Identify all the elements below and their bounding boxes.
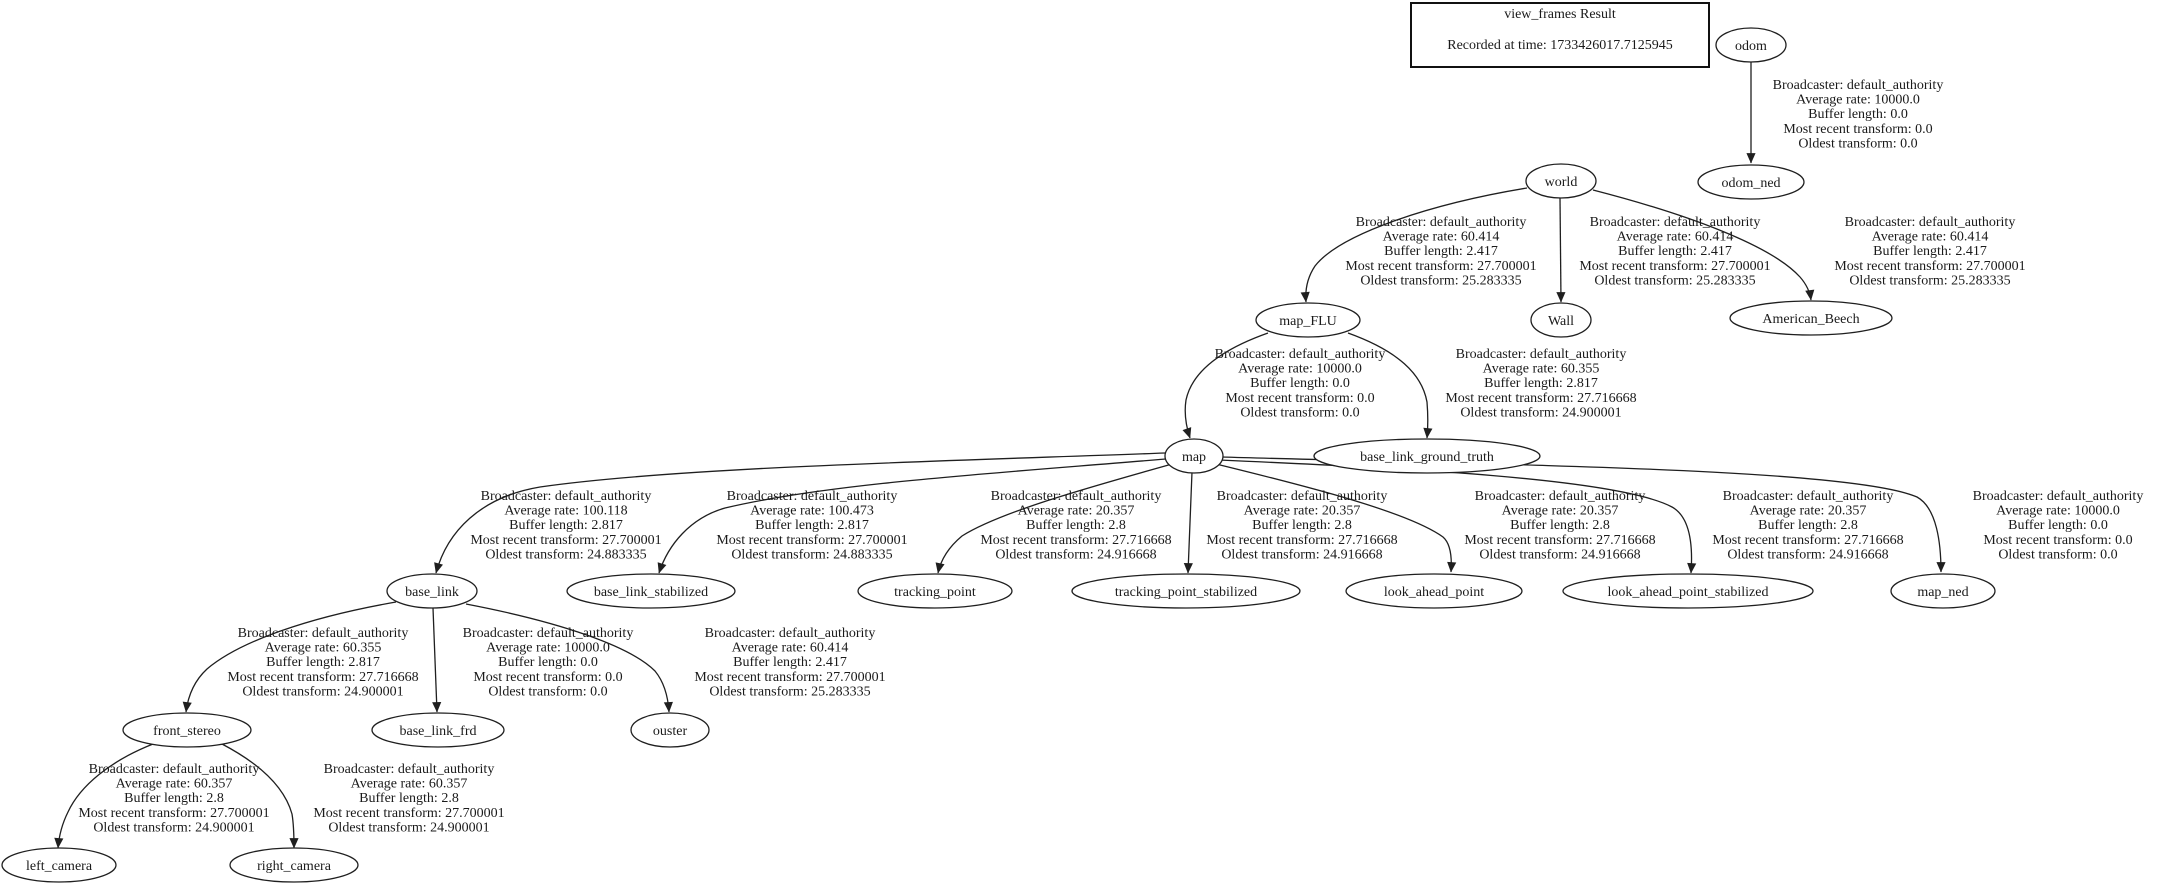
node-label-odom_ned: odom_ned — [1721, 176, 1780, 191]
node-label-map: map — [1182, 450, 1206, 465]
node-label-base_link: base_link — [405, 585, 459, 600]
node-tracking_point_stabilized: tracking_point_stabilized — [1071, 573, 1301, 609]
node-label-base_link_frd: base_link_frd — [400, 724, 477, 739]
node-base_link_frd: base_link_frd — [371, 712, 505, 748]
title-text: view_frames Result — [1504, 7, 1616, 22]
node-label-american_beech: American_Beech — [1762, 312, 1859, 327]
node-label-ouster: ouster — [653, 724, 688, 739]
node-label-map_flu: map_FLU — [1279, 314, 1337, 329]
node-base_link_stabilized: base_link_stabilized — [566, 573, 736, 609]
node-ouster: ouster — [630, 712, 710, 748]
edge-map-base_link_stabilized — [657, 458, 1167, 574]
node-world: world — [1525, 163, 1597, 199]
edge-world-wall — [1556, 197, 1566, 303]
edge-map-base_link — [434, 452, 1166, 574]
edge-world-american_beech — [1592, 189, 1815, 301]
recorded-time-text: Recorded at time: 1733426017.7125945 — [1447, 38, 1673, 53]
node-label-map_ned: map_ned — [1917, 585, 1968, 600]
node-odom_ned: odom_ned — [1697, 164, 1805, 200]
edge-base_link-base_link_frd — [432, 607, 442, 713]
edge-world-map_flu — [1300, 187, 1528, 303]
edge-map_flu-map — [1182, 332, 1269, 439]
graph-nodes: odom odom_ned world map_FLU Wall America… — [1, 27, 1996, 883]
node-label-odom: odom — [1735, 39, 1767, 54]
node-odom: odom — [1715, 27, 1787, 63]
title-box: view_frames Result Recorded at time: 173… — [1410, 2, 1710, 68]
node-label-right_camera: right_camera — [257, 859, 332, 874]
node-right_camera: right_camera — [229, 847, 359, 883]
edge-map-tracking_point_stabilized — [1183, 471, 1193, 574]
edge-map-look_ahead_point — [1215, 463, 1457, 573]
node-look_ahead_point_stabilized: look_ahead_point_stabilized — [1562, 573, 1814, 609]
node-label-base_link_ground_truth: base_link_ground_truth — [1360, 450, 1494, 465]
node-label-front_stereo: front_stereo — [153, 724, 221, 739]
node-label-tracking_point_stabilized: tracking_point_stabilized — [1115, 585, 1257, 600]
node-wall: Wall — [1530, 302, 1592, 338]
node-label-world: world — [1545, 175, 1578, 190]
node-american_beech: American_Beech — [1729, 300, 1893, 336]
node-label-tracking_point: tracking_point — [894, 585, 976, 600]
node-left_camera: left_camera — [1, 847, 117, 883]
edge-map-tracking_point — [935, 463, 1173, 574]
edge-base_link-front_stereo — [182, 601, 397, 713]
node-base_link: base_link — [386, 573, 478, 609]
node-map_flu: map_FLU — [1255, 302, 1361, 338]
node-label-left_camera: left_camera — [26, 859, 93, 874]
node-map_ned: map_ned — [1890, 573, 1996, 609]
node-label-wall: Wall — [1548, 314, 1574, 329]
node-base_link_ground_truth: base_link_ground_truth — [1313, 438, 1541, 474]
node-label-look_ahead_point: look_ahead_point — [1384, 585, 1484, 600]
node-label-look_ahead_point_stabilized: look_ahead_point_stabilized — [1608, 585, 1769, 600]
node-label-base_link_stabilized: base_link_stabilized — [594, 585, 708, 600]
node-map: map — [1164, 438, 1224, 474]
node-front_stereo: front_stereo — [122, 712, 252, 748]
edge-front_stereo-right_camera — [221, 743, 299, 849]
edge-map_flu-base_link_ground_truth — [1347, 332, 1433, 439]
node-look_ahead_point: look_ahead_point — [1345, 573, 1523, 609]
graph-edges — [54, 62, 1946, 849]
edge-base_link-ouster — [465, 603, 673, 713]
node-tracking_point: tracking_point — [857, 573, 1013, 609]
edge-front_stereo-left_camera — [54, 743, 154, 849]
